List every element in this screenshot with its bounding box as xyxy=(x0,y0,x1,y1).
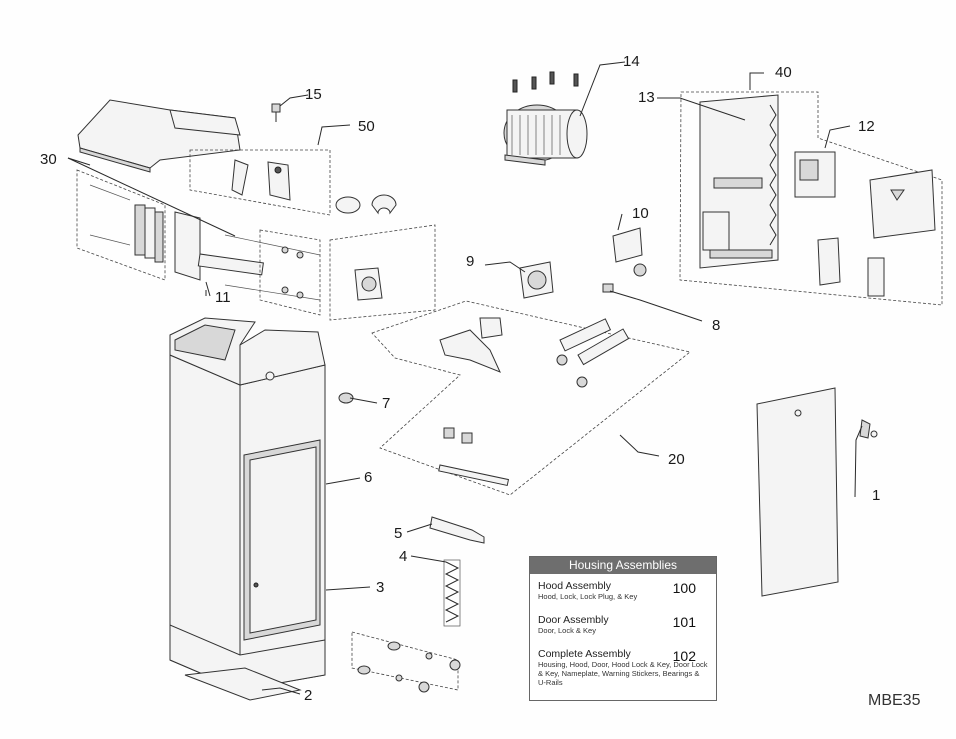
callout-50: 50 xyxy=(358,118,375,135)
base-hardware xyxy=(351,631,461,693)
legend-title: Housing Assemblies xyxy=(530,557,716,574)
leader-lines xyxy=(67,61,863,695)
callout-3: 3 xyxy=(376,579,384,596)
linkage-assembly xyxy=(371,300,691,496)
legend-row-hood: Hood Assembly 100 Hood, Lock, Lock Plug,… xyxy=(530,580,716,601)
door-panel xyxy=(756,387,878,597)
callout-2: 2 xyxy=(304,687,312,704)
legend-row-name: Hood Assembly xyxy=(538,580,611,592)
callout-7: 7 xyxy=(382,395,390,412)
bearing-flange xyxy=(329,224,436,321)
callout-6: 6 xyxy=(364,469,372,486)
housing-cabinet xyxy=(169,317,326,701)
callout-10: 10 xyxy=(632,205,649,222)
callout-1: 1 xyxy=(872,487,880,504)
housing-assemblies-legend: Housing Assemblies Hood Assembly 100 Hoo… xyxy=(529,556,717,701)
callout-12: 12 xyxy=(858,118,875,135)
legend-row-code: 101 xyxy=(672,614,696,630)
clamp-assembly xyxy=(189,149,397,216)
callout-40: 40 xyxy=(775,64,792,81)
lock-plug xyxy=(338,392,354,404)
callout-20: 20 xyxy=(668,451,685,468)
bearing-assembly xyxy=(76,169,321,316)
bracket xyxy=(602,227,647,293)
callout-5: 5 xyxy=(394,525,402,542)
bearing-9 xyxy=(519,261,554,299)
control-panel-assembly xyxy=(679,91,943,306)
callout-14: 14 xyxy=(623,53,640,70)
legend-row-door: Door Assembly 101 Door, Lock & Key xyxy=(530,614,716,635)
legend-row-desc: Hood, Lock, Lock Plug, & Key xyxy=(538,592,638,601)
legend-row-name: Door Assembly xyxy=(538,614,609,626)
callout-11: 11 xyxy=(215,289,231,306)
legend-row-code: 102 xyxy=(672,648,696,664)
callout-30: 30 xyxy=(40,151,57,168)
hood-lock xyxy=(271,103,281,122)
legend-row-desc: Housing, Hood, Door, Hood Lock & Key, Do… xyxy=(538,660,708,687)
callout-9: 9 xyxy=(466,253,474,270)
hood xyxy=(77,99,241,173)
motor xyxy=(503,71,588,166)
callout-4: 4 xyxy=(399,548,407,565)
callout-15: 15 xyxy=(305,86,322,103)
legend-row-complete: Complete Assembly 102 Housing, Hood, Doo… xyxy=(530,648,716,687)
spring-bracket xyxy=(429,516,485,544)
callout-8: 8 xyxy=(712,317,720,334)
legend-row-desc: Door, Lock & Key xyxy=(538,626,596,635)
callout-labels: 14 15 50 30 11 13 40 12 10 9 8 20 7 6 3 … xyxy=(40,53,880,704)
callout-13: 13 xyxy=(638,89,655,106)
legend-row-name: Complete Assembly xyxy=(538,648,631,660)
spring xyxy=(443,559,461,627)
model-code: MBE35 xyxy=(868,692,921,709)
legend-row-code: 100 xyxy=(672,580,696,596)
